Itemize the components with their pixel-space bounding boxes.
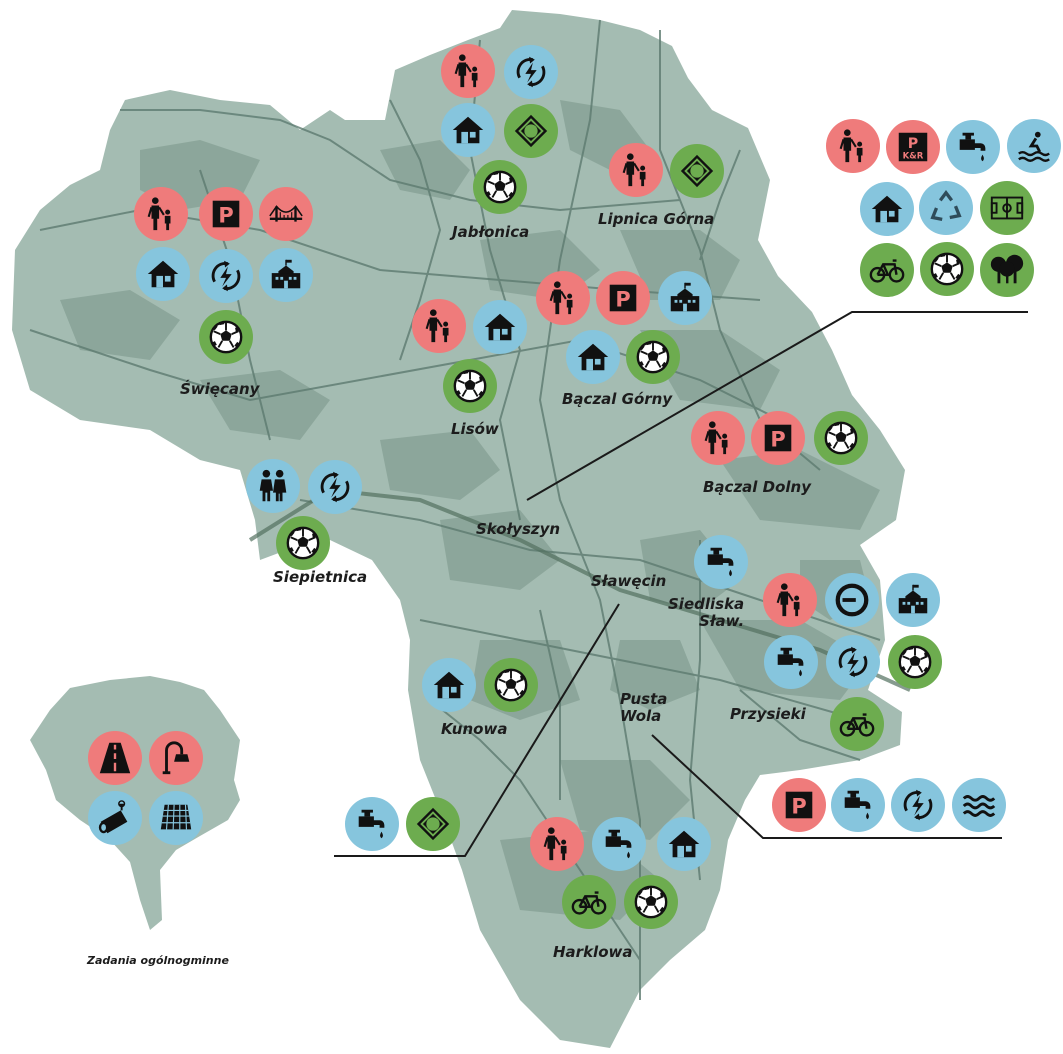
school-icon [658, 271, 712, 325]
football-icon [484, 658, 538, 712]
place-label-lipnica: Lipnica Górna [598, 210, 715, 228]
roundabout-icon [504, 104, 558, 158]
water-icon [345, 797, 399, 851]
house-icon [441, 103, 495, 157]
energy-icon [891, 778, 945, 832]
callout-lines [334, 311, 1028, 857]
football-icon [920, 242, 974, 296]
water-icon [764, 635, 818, 689]
water-icon [592, 817, 646, 871]
solar-icon [149, 791, 203, 845]
parking-icon: P [199, 187, 253, 241]
place-label-swiecany: Święcany [180, 380, 260, 398]
trees-icon [980, 243, 1034, 297]
svg-text:K&R: K&R [903, 151, 924, 161]
water-icon [831, 778, 885, 832]
waves-icon [952, 778, 1006, 832]
parking-icon: P [772, 778, 826, 832]
svg-text:P: P [615, 288, 630, 312]
recycling-icon [919, 181, 973, 235]
family-icon [691, 411, 745, 465]
water-icon [946, 120, 1000, 174]
place-label-siedliska: Siedliska Sław. [668, 595, 745, 630]
place-label-baczal-dolny: Bączal Dolny [703, 478, 812, 496]
football-icon [626, 330, 680, 384]
football-icon [443, 359, 497, 413]
family-icon [536, 271, 590, 325]
house-icon [657, 817, 711, 871]
football-icon [199, 310, 253, 364]
pitch-icon [980, 181, 1034, 235]
place-label-slawecin: Sławęcin [591, 572, 667, 590]
energy-icon [826, 635, 880, 689]
family-icon [530, 817, 584, 871]
svg-text:P: P [908, 136, 918, 152]
football-icon [624, 875, 678, 929]
place-label-skolyszyn: Skołyszyn [476, 520, 561, 538]
family-icon [441, 44, 495, 98]
house-icon [860, 182, 914, 236]
house-icon [566, 330, 620, 384]
bike-icon [562, 875, 616, 929]
family-icon [609, 143, 663, 197]
football-icon [814, 411, 868, 465]
streetlamp-icon [149, 731, 203, 785]
road-icon [88, 731, 142, 785]
family-icon [826, 119, 880, 173]
family-icon [412, 299, 466, 353]
bike-icon [830, 697, 884, 751]
family-icon [134, 187, 188, 241]
roundabout-icon [406, 797, 460, 851]
pool-icon [1007, 119, 1061, 173]
football-icon [888, 635, 942, 689]
football-icon [276, 516, 330, 570]
place-label-pusta-wola: Pusta Wola [620, 690, 668, 725]
seniors-icon [246, 459, 300, 513]
place-label-baczal-gorny: Bączal Górny [562, 390, 673, 408]
place-label-gmina: Zadania ogólnogminne [87, 954, 229, 967]
place-label-lisow: Lisów [451, 420, 499, 438]
parking-icon: P [596, 271, 650, 325]
energy-icon [308, 460, 362, 514]
pipeline-icon [88, 791, 142, 845]
place-label-siepietnica: Siepietnica [273, 568, 368, 586]
svg-text:P: P [791, 795, 806, 819]
energy-icon [504, 45, 558, 99]
football-icon [473, 160, 527, 214]
energy-icon [199, 249, 253, 303]
place-label-harklowa: Harklowa [553, 943, 633, 961]
house-icon [422, 658, 476, 712]
circle-stop-icon [825, 573, 879, 627]
bike-icon [860, 243, 914, 297]
svg-text:P: P [770, 428, 785, 452]
roundabout-icon [670, 144, 724, 198]
house-icon [136, 247, 190, 301]
house-icon [473, 300, 527, 354]
water-icon [694, 535, 748, 589]
place-label-kunowa: Kunowa [441, 720, 508, 738]
parking-icon: P [751, 411, 805, 465]
school-icon [886, 573, 940, 627]
school-icon [259, 248, 313, 302]
bridge-icon [259, 187, 313, 241]
family-icon [763, 573, 817, 627]
svg-text:P: P [218, 204, 233, 228]
place-label-jablonica: Jabłonica [452, 223, 530, 241]
place-label-przysieki: Przysieki [730, 705, 806, 723]
